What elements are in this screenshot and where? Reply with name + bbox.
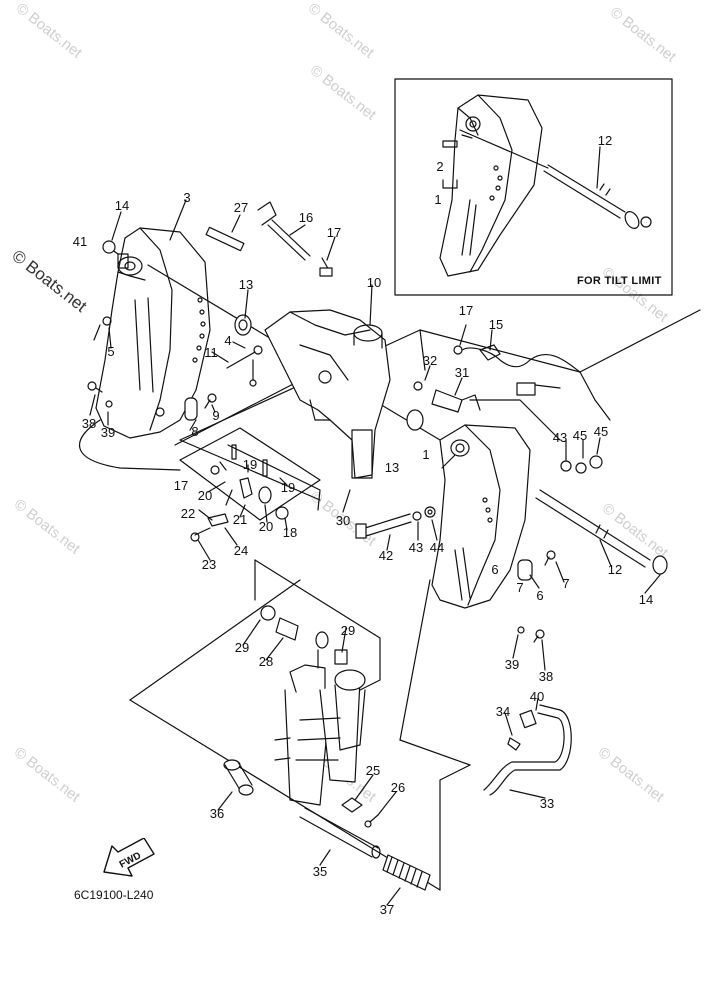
callout-39: 39 xyxy=(100,425,116,440)
callout-44: 44 xyxy=(429,540,445,555)
callout-43b: 43 xyxy=(408,540,424,555)
callout-14: 14 xyxy=(114,198,130,213)
callout-29b: 29 xyxy=(340,623,356,638)
callout-9: 9 xyxy=(212,408,220,423)
callout-25: 25 xyxy=(365,763,381,778)
callout-39b: 39 xyxy=(504,657,520,672)
callout-38b: 38 xyxy=(538,669,554,684)
callout-23: 23 xyxy=(201,557,217,572)
callout-35: 35 xyxy=(312,864,328,879)
callout-7: 7 xyxy=(562,576,570,591)
callout-11: 11 xyxy=(204,345,218,360)
pin-16 xyxy=(257,201,311,261)
callout-34: 34 xyxy=(495,704,511,719)
spring xyxy=(382,854,431,891)
callout-20b: 20 xyxy=(258,519,274,534)
inset-frame xyxy=(394,78,673,296)
callout-17b: 17 xyxy=(458,303,474,318)
callout-28: 28 xyxy=(258,654,274,669)
callout-21: 21 xyxy=(232,512,248,527)
callout-19b: 19 xyxy=(280,480,296,495)
callout-30: 30 xyxy=(335,513,351,528)
callout-12-inset: 12 xyxy=(597,133,613,148)
inset-bracket xyxy=(439,94,543,277)
callout-4: 4 xyxy=(224,333,232,348)
inset-caption: FOR TILT LIMIT xyxy=(577,275,662,287)
callout-6b: 6 xyxy=(491,562,499,577)
callout-45: 45 xyxy=(572,428,588,443)
callout-19: 19 xyxy=(242,457,258,472)
callout-12: 12 xyxy=(607,562,623,577)
callout-31: 31 xyxy=(454,365,470,380)
inset-shaft xyxy=(459,129,652,229)
callout-1-inset: 1 xyxy=(434,192,442,207)
callout-29: 29 xyxy=(234,640,250,655)
callout-20: 20 xyxy=(197,488,213,503)
callout-8: 8 xyxy=(191,424,199,439)
callout-14b: 14 xyxy=(638,592,654,607)
callout-38: 38 xyxy=(81,416,97,431)
callout-17: 17 xyxy=(326,225,342,240)
callout-6: 6 xyxy=(536,588,544,603)
callout-24: 24 xyxy=(233,543,249,558)
pin-27 xyxy=(205,226,245,252)
callout-13b: 13 xyxy=(384,460,400,475)
callout-2: 2 xyxy=(436,159,444,174)
callout-16: 16 xyxy=(298,210,314,225)
callout-17c: 17 xyxy=(173,478,189,493)
callout-37: 37 xyxy=(379,902,395,917)
callout-40: 40 xyxy=(529,689,545,704)
callout-7b: 7 xyxy=(516,580,524,595)
callout-33: 33 xyxy=(539,796,555,811)
callout-13: 13 xyxy=(238,277,254,292)
callout-32: 32 xyxy=(422,353,438,368)
tilt-cylinder xyxy=(274,631,366,806)
callout-42: 42 xyxy=(378,548,394,563)
callout-45b: 45 xyxy=(593,424,609,439)
callout-41: 41 xyxy=(72,234,88,249)
callout-1: 1 xyxy=(422,447,430,462)
callout-43: 43 xyxy=(552,430,568,445)
catalog-code: 6C19100-L240 xyxy=(74,888,154,902)
callout-3: 3 xyxy=(183,190,191,205)
callout-26: 26 xyxy=(390,780,406,795)
left-clamp-bracket xyxy=(95,227,211,439)
swivel-bracket xyxy=(264,309,391,479)
callout-5: 5 xyxy=(107,344,115,359)
callout-27: 27 xyxy=(233,200,249,215)
callout-15: 15 xyxy=(488,317,504,332)
callout-36: 36 xyxy=(209,806,225,821)
fwd-arrow-icon xyxy=(103,838,155,877)
callout-10: 10 xyxy=(366,275,382,290)
callout-18: 18 xyxy=(282,525,298,540)
callout-22: 22 xyxy=(180,506,196,521)
right-clamp-bracket xyxy=(431,424,531,609)
